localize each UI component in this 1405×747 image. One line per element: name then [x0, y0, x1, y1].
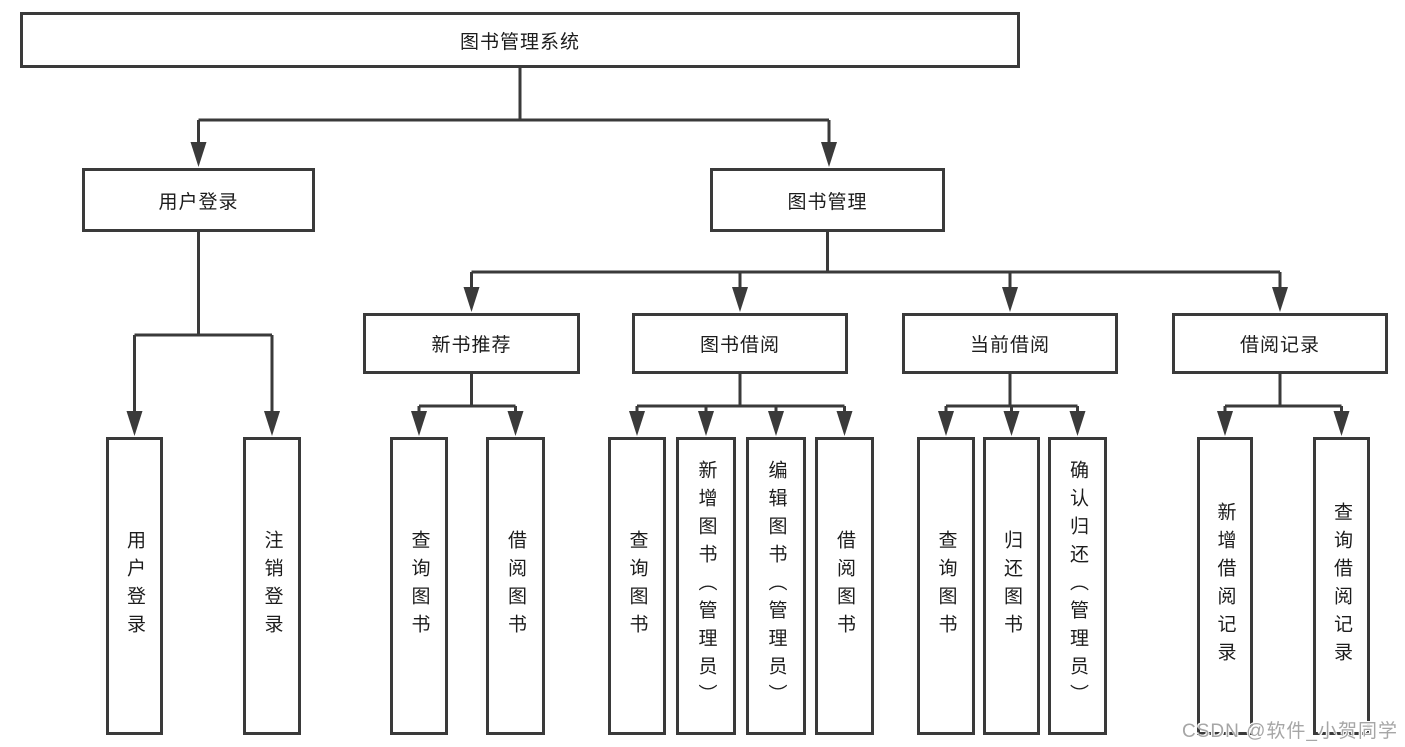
leaf-query-books-borrow: 查询图书 — [608, 437, 666, 735]
node-label: 借阅图书 — [505, 530, 526, 642]
node-library-management-system: 图书管理系统 — [20, 12, 1020, 68]
leaf-query-books-recommend: 查询图书 — [390, 437, 448, 735]
node-new-book-recommend: 新书推荐 — [363, 313, 580, 374]
node-label: 用户登录 — [158, 191, 239, 213]
node-book-management: 图书管理 — [710, 168, 945, 232]
leaf-confirm-return-admin: 确认归还（管理员） — [1048, 437, 1107, 735]
node-label: 确认归还（管理员） — [1067, 460, 1088, 712]
node-label: 图书管理系统 — [459, 31, 580, 53]
leaf-logout: 注销登录 — [243, 437, 301, 735]
leaf-query-borrow-record: 查询借阅记录 — [1313, 437, 1370, 735]
node-label: 新增借阅记录 — [1214, 502, 1236, 670]
node-label: 新增图书（管理员） — [695, 460, 717, 712]
leaf-add-book-admin: 新增图书（管理员） — [676, 437, 736, 735]
leaf-borrow-books: 借阅图书 — [815, 437, 874, 735]
node-user-login: 用户登录 — [82, 168, 315, 232]
node-label: 借阅记录 — [1239, 335, 1320, 356]
node-label: 注销登录 — [261, 530, 283, 642]
node-book-borrow: 图书借阅 — [632, 313, 848, 374]
node-current-borrow: 当前借阅 — [902, 313, 1118, 374]
node-label: 当前借阅 — [969, 335, 1050, 356]
node-label: 查询图书 — [408, 530, 430, 642]
node-label: 借阅图书 — [834, 530, 855, 642]
node-label: 图书管理 — [787, 191, 868, 213]
node-label: 查询图书 — [935, 530, 957, 642]
leaf-edit-book-admin: 编辑图书（管理员） — [746, 437, 806, 735]
node-label: 新书推荐 — [431, 335, 512, 356]
leaf-add-borrow-record: 新增借阅记录 — [1197, 437, 1253, 735]
leaf-borrow-books-recommend: 借阅图书 — [486, 437, 545, 735]
leaf-user-login: 用户登录 — [106, 437, 163, 735]
node-label: 查询借阅记录 — [1331, 502, 1352, 670]
leaf-query-books-current: 查询图书 — [917, 437, 975, 735]
node-label: 查询图书 — [626, 530, 648, 642]
csdn-watermark: CSDN @软件_小贺同学 — [1182, 721, 1398, 742]
node-label: 归还图书 — [1001, 530, 1022, 642]
node-label: 编辑图书（管理员） — [765, 460, 787, 712]
leaf-return-books: 归还图书 — [983, 437, 1040, 735]
node-borrow-records: 借阅记录 — [1172, 313, 1388, 374]
node-label: 用户登录 — [124, 530, 145, 642]
node-label: 图书借阅 — [699, 335, 780, 356]
